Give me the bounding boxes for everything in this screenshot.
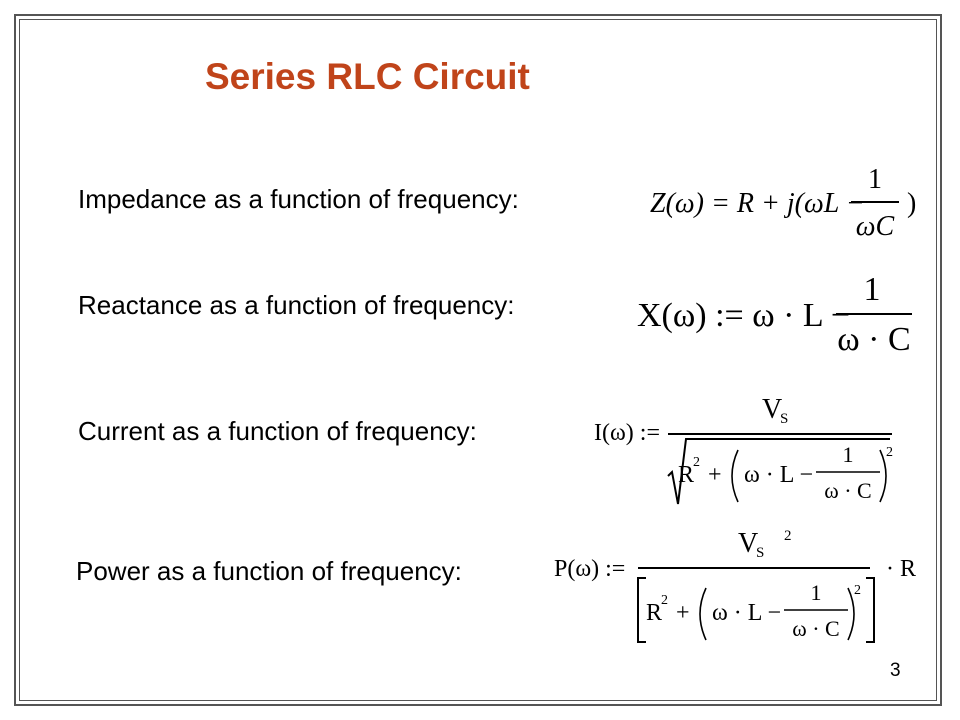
power-lhs: P(ω) := xyxy=(554,556,625,582)
reactance-formula: X(ω) := ω · L − 1 ω · C xyxy=(637,271,912,358)
current-inner-numerator: 1 xyxy=(843,442,854,467)
current-lhs: I(ω) := xyxy=(594,420,660,446)
impedance-close-paren: ) xyxy=(907,188,916,219)
current-formula: I(ω) := V S R 2 + ω · L − 1 ω · C 2 xyxy=(594,394,893,505)
power-inner-denominator: ω · C xyxy=(792,616,839,641)
power-r-exponent: 2 xyxy=(661,593,668,608)
impedance-numerator: 1 xyxy=(868,164,882,195)
current-label: Current as a function of frequency: xyxy=(78,416,477,446)
impedance-label: Impedance as a function of frequency: xyxy=(78,184,519,214)
current-r-exponent: 2 xyxy=(693,455,700,470)
current-plus: + xyxy=(708,462,722,488)
reactance-denominator: ω · C xyxy=(837,321,910,358)
power-numerator-exponent: 2 xyxy=(784,528,792,544)
current-open-paren xyxy=(731,449,739,503)
power-numerator: V xyxy=(738,528,758,559)
current-numerator-subscript: S xyxy=(780,411,788,427)
power-close-bracket xyxy=(866,577,875,643)
page-number: 3 xyxy=(890,660,901,681)
impedance-denominator: ωC xyxy=(856,211,895,242)
power-formula: P(ω) := V S 2 R 2 + ω · L − 1 ω · C 2 · … xyxy=(554,528,916,643)
reactance-lhs: X(ω) := ω · L − xyxy=(637,297,850,334)
slide-frame-outer xyxy=(14,14,942,706)
current-sqrt-sign xyxy=(667,438,890,505)
current-r: R xyxy=(678,462,694,488)
power-inner-numerator: 1 xyxy=(811,580,822,605)
power-open-paren xyxy=(699,587,707,641)
slide-frame-inner xyxy=(19,19,937,701)
slide-title: Series RLC Circuit xyxy=(205,56,530,97)
power-label: Power as a function of frequency: xyxy=(76,556,462,586)
power-numerator-subscript: S xyxy=(756,545,764,561)
reactance-label: Reactance as a function of frequency: xyxy=(78,290,515,320)
power-exponent: 2 xyxy=(854,583,861,598)
power-open-bracket xyxy=(637,577,646,643)
impedance-formula: Z(ω) = R + j(ωL − 1 ωC ) xyxy=(650,164,916,242)
power-close-paren xyxy=(847,587,855,641)
power-tail: · R xyxy=(886,556,916,582)
current-inner: ω · L − xyxy=(744,462,813,488)
impedance-lhs: Z(ω) = R + j(ωL − xyxy=(650,188,865,219)
current-exponent: 2 xyxy=(886,445,893,460)
power-plus: + xyxy=(676,600,690,626)
current-inner-denominator: ω · C xyxy=(824,478,871,503)
current-numerator: V xyxy=(762,394,782,425)
reactance-numerator: 1 xyxy=(864,271,881,308)
power-inner: ω · L − xyxy=(712,600,781,626)
current-close-paren xyxy=(879,449,887,503)
power-r: R xyxy=(646,600,662,626)
